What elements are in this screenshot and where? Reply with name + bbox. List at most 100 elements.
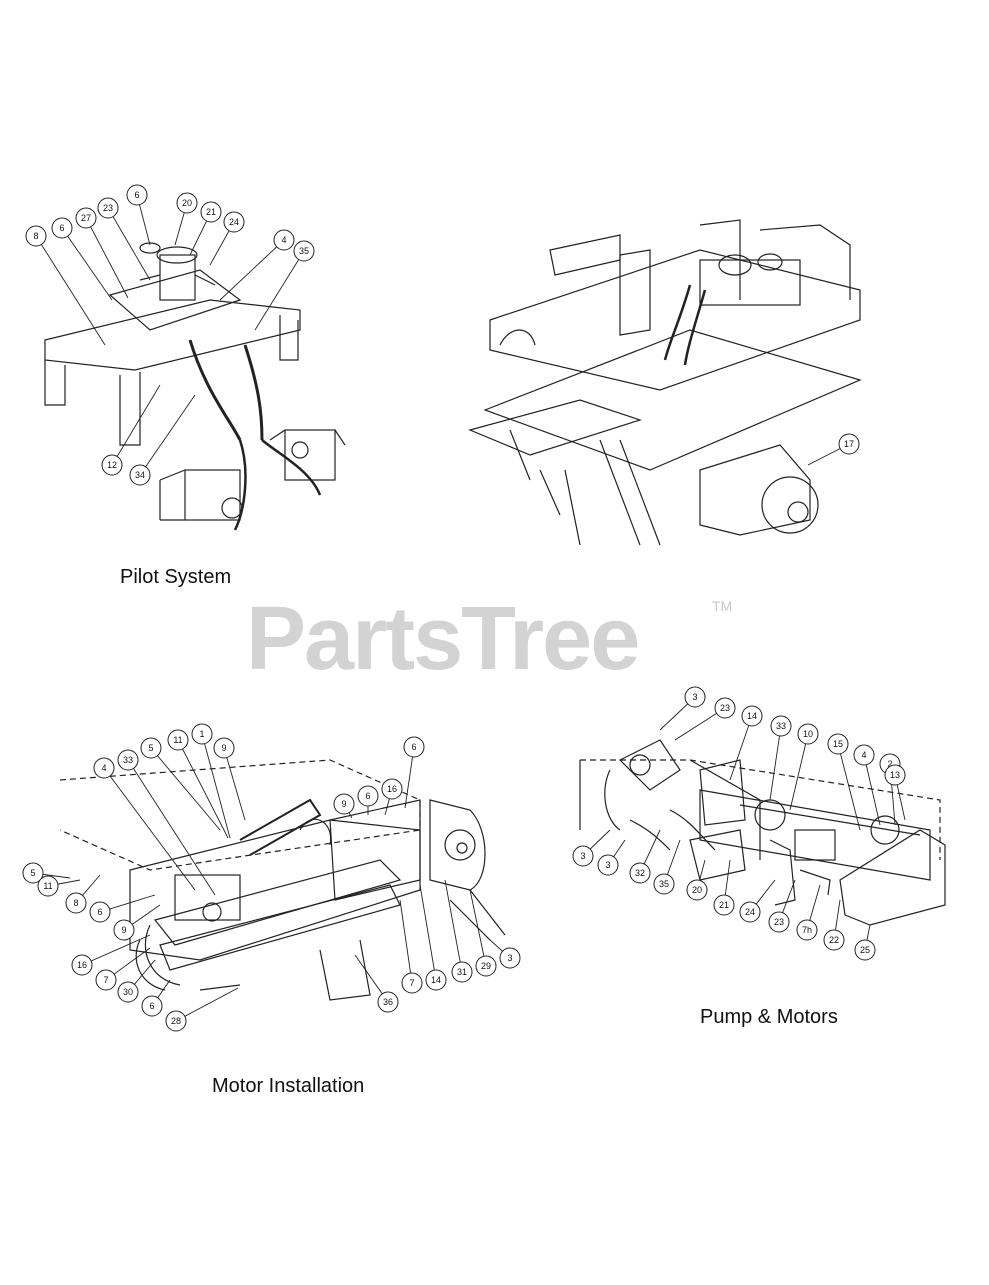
callout-bubble xyxy=(770,715,792,737)
callout-bubble xyxy=(884,764,906,786)
callout-number: 2 xyxy=(887,759,892,769)
callout-number: 16 xyxy=(77,960,87,970)
callout-bubble xyxy=(129,464,151,486)
callout-number: 6 xyxy=(59,223,64,233)
callout-leader-line xyxy=(223,747,246,821)
callout-leader-line xyxy=(201,733,231,839)
callout-leader-line xyxy=(729,715,753,781)
callout-leader-line xyxy=(254,250,305,331)
callout-bubble xyxy=(191,723,213,745)
callout-bubble xyxy=(572,845,594,867)
callout-number: 6 xyxy=(134,190,139,200)
callout-number: 35 xyxy=(659,879,669,889)
callout-bubble xyxy=(167,729,189,751)
callout-bubble xyxy=(797,723,819,745)
callout-bubble xyxy=(475,955,497,977)
callout-number: 14 xyxy=(747,711,757,721)
callout-number: 6 xyxy=(97,907,102,917)
callout-number: 20 xyxy=(692,885,702,895)
callout-number: 25 xyxy=(860,945,870,955)
callout-leader-line xyxy=(789,733,809,811)
callout-number: 8 xyxy=(33,231,38,241)
callout-leader-line xyxy=(150,747,221,831)
callout-bubble xyxy=(401,972,423,994)
callout-leader-line xyxy=(61,227,113,301)
callout-bubble xyxy=(71,954,93,976)
trademark-mark: TM xyxy=(712,598,733,614)
callout-number: 34 xyxy=(135,470,145,480)
callout-leader-line xyxy=(139,394,196,476)
callout-number: 33 xyxy=(776,721,786,731)
callout-bubble xyxy=(684,686,706,708)
callout-leader-line xyxy=(177,739,229,839)
callout-number: 33 xyxy=(123,755,133,765)
callout-number: 24 xyxy=(745,907,755,917)
callout-number: 1 xyxy=(199,729,204,739)
callout-number: 28 xyxy=(171,1016,181,1026)
callout-bubble xyxy=(117,749,139,771)
callout-bubble xyxy=(597,854,619,876)
callout-number: 8 xyxy=(73,898,78,908)
callout-bubble xyxy=(403,736,425,758)
frame-view-drawing xyxy=(468,219,862,546)
callout-number: 3 xyxy=(507,953,512,963)
callout-bubble xyxy=(768,911,790,933)
callout-bubble xyxy=(22,862,44,884)
callout-bubble xyxy=(741,705,763,727)
callout-leader-line xyxy=(35,235,106,346)
callout-number: 35 xyxy=(299,246,309,256)
caption-motor-installation: Motor Installation xyxy=(212,1075,365,1097)
callout-number: 3 xyxy=(605,860,610,870)
callout-leader-line xyxy=(769,725,782,801)
callout-number: 30 xyxy=(123,987,133,997)
callout-leader-line xyxy=(419,884,437,981)
callout-number: 12 xyxy=(107,460,117,470)
callout-bubble xyxy=(75,207,97,229)
callout-number: 4 xyxy=(861,750,866,760)
callout-number: 23 xyxy=(774,917,784,927)
callout-bubble xyxy=(140,737,162,759)
callout-number: 21 xyxy=(206,207,216,217)
callout-bubble xyxy=(357,785,379,807)
callout-number: 13 xyxy=(890,770,900,780)
caption-pump-motors: Pump & Motors xyxy=(700,1006,838,1028)
callout-bubble xyxy=(51,217,73,239)
callout-bubble xyxy=(629,862,651,884)
callout-bubble xyxy=(213,737,235,759)
callout-bubble xyxy=(126,184,148,206)
callout-bubble xyxy=(823,929,845,951)
callout-bubble xyxy=(89,901,111,923)
caption-pilot-system: Pilot System xyxy=(120,566,232,588)
callout-number: 17 xyxy=(844,439,854,449)
callout-leader-line xyxy=(81,934,151,966)
callout-bubble xyxy=(827,733,849,755)
callout-number: 10 xyxy=(803,729,813,739)
callout-number: 6 xyxy=(365,791,370,801)
callout-number: 21 xyxy=(719,900,729,910)
callout-number: 16 xyxy=(387,784,397,794)
callout-bubble xyxy=(653,873,675,895)
callout-bubble xyxy=(796,919,818,941)
callout-number: 11 xyxy=(173,735,182,745)
motor-installation-drawing xyxy=(59,759,506,1001)
callout-bubble xyxy=(854,939,876,961)
callout-leader-line xyxy=(863,754,881,826)
callout-number: 9 xyxy=(121,925,126,935)
callout-bubble xyxy=(377,991,399,1013)
callout-bubble xyxy=(223,211,245,233)
callout-number: 9 xyxy=(221,743,226,753)
callout-number: 24 xyxy=(229,217,239,227)
callout-bubble xyxy=(333,793,355,815)
partstree-watermark: PartsTree xyxy=(246,589,640,689)
callout-bubble xyxy=(714,697,736,719)
callout-leader-line xyxy=(103,767,196,891)
callout-bubble xyxy=(95,969,117,991)
callout-number: 7 xyxy=(103,975,108,985)
callout-number: 20 xyxy=(182,198,192,208)
callout-bubble xyxy=(141,995,163,1017)
callout-leader-line xyxy=(85,217,129,299)
callout-bubble xyxy=(451,961,473,983)
callout-number: 22 xyxy=(829,935,839,945)
